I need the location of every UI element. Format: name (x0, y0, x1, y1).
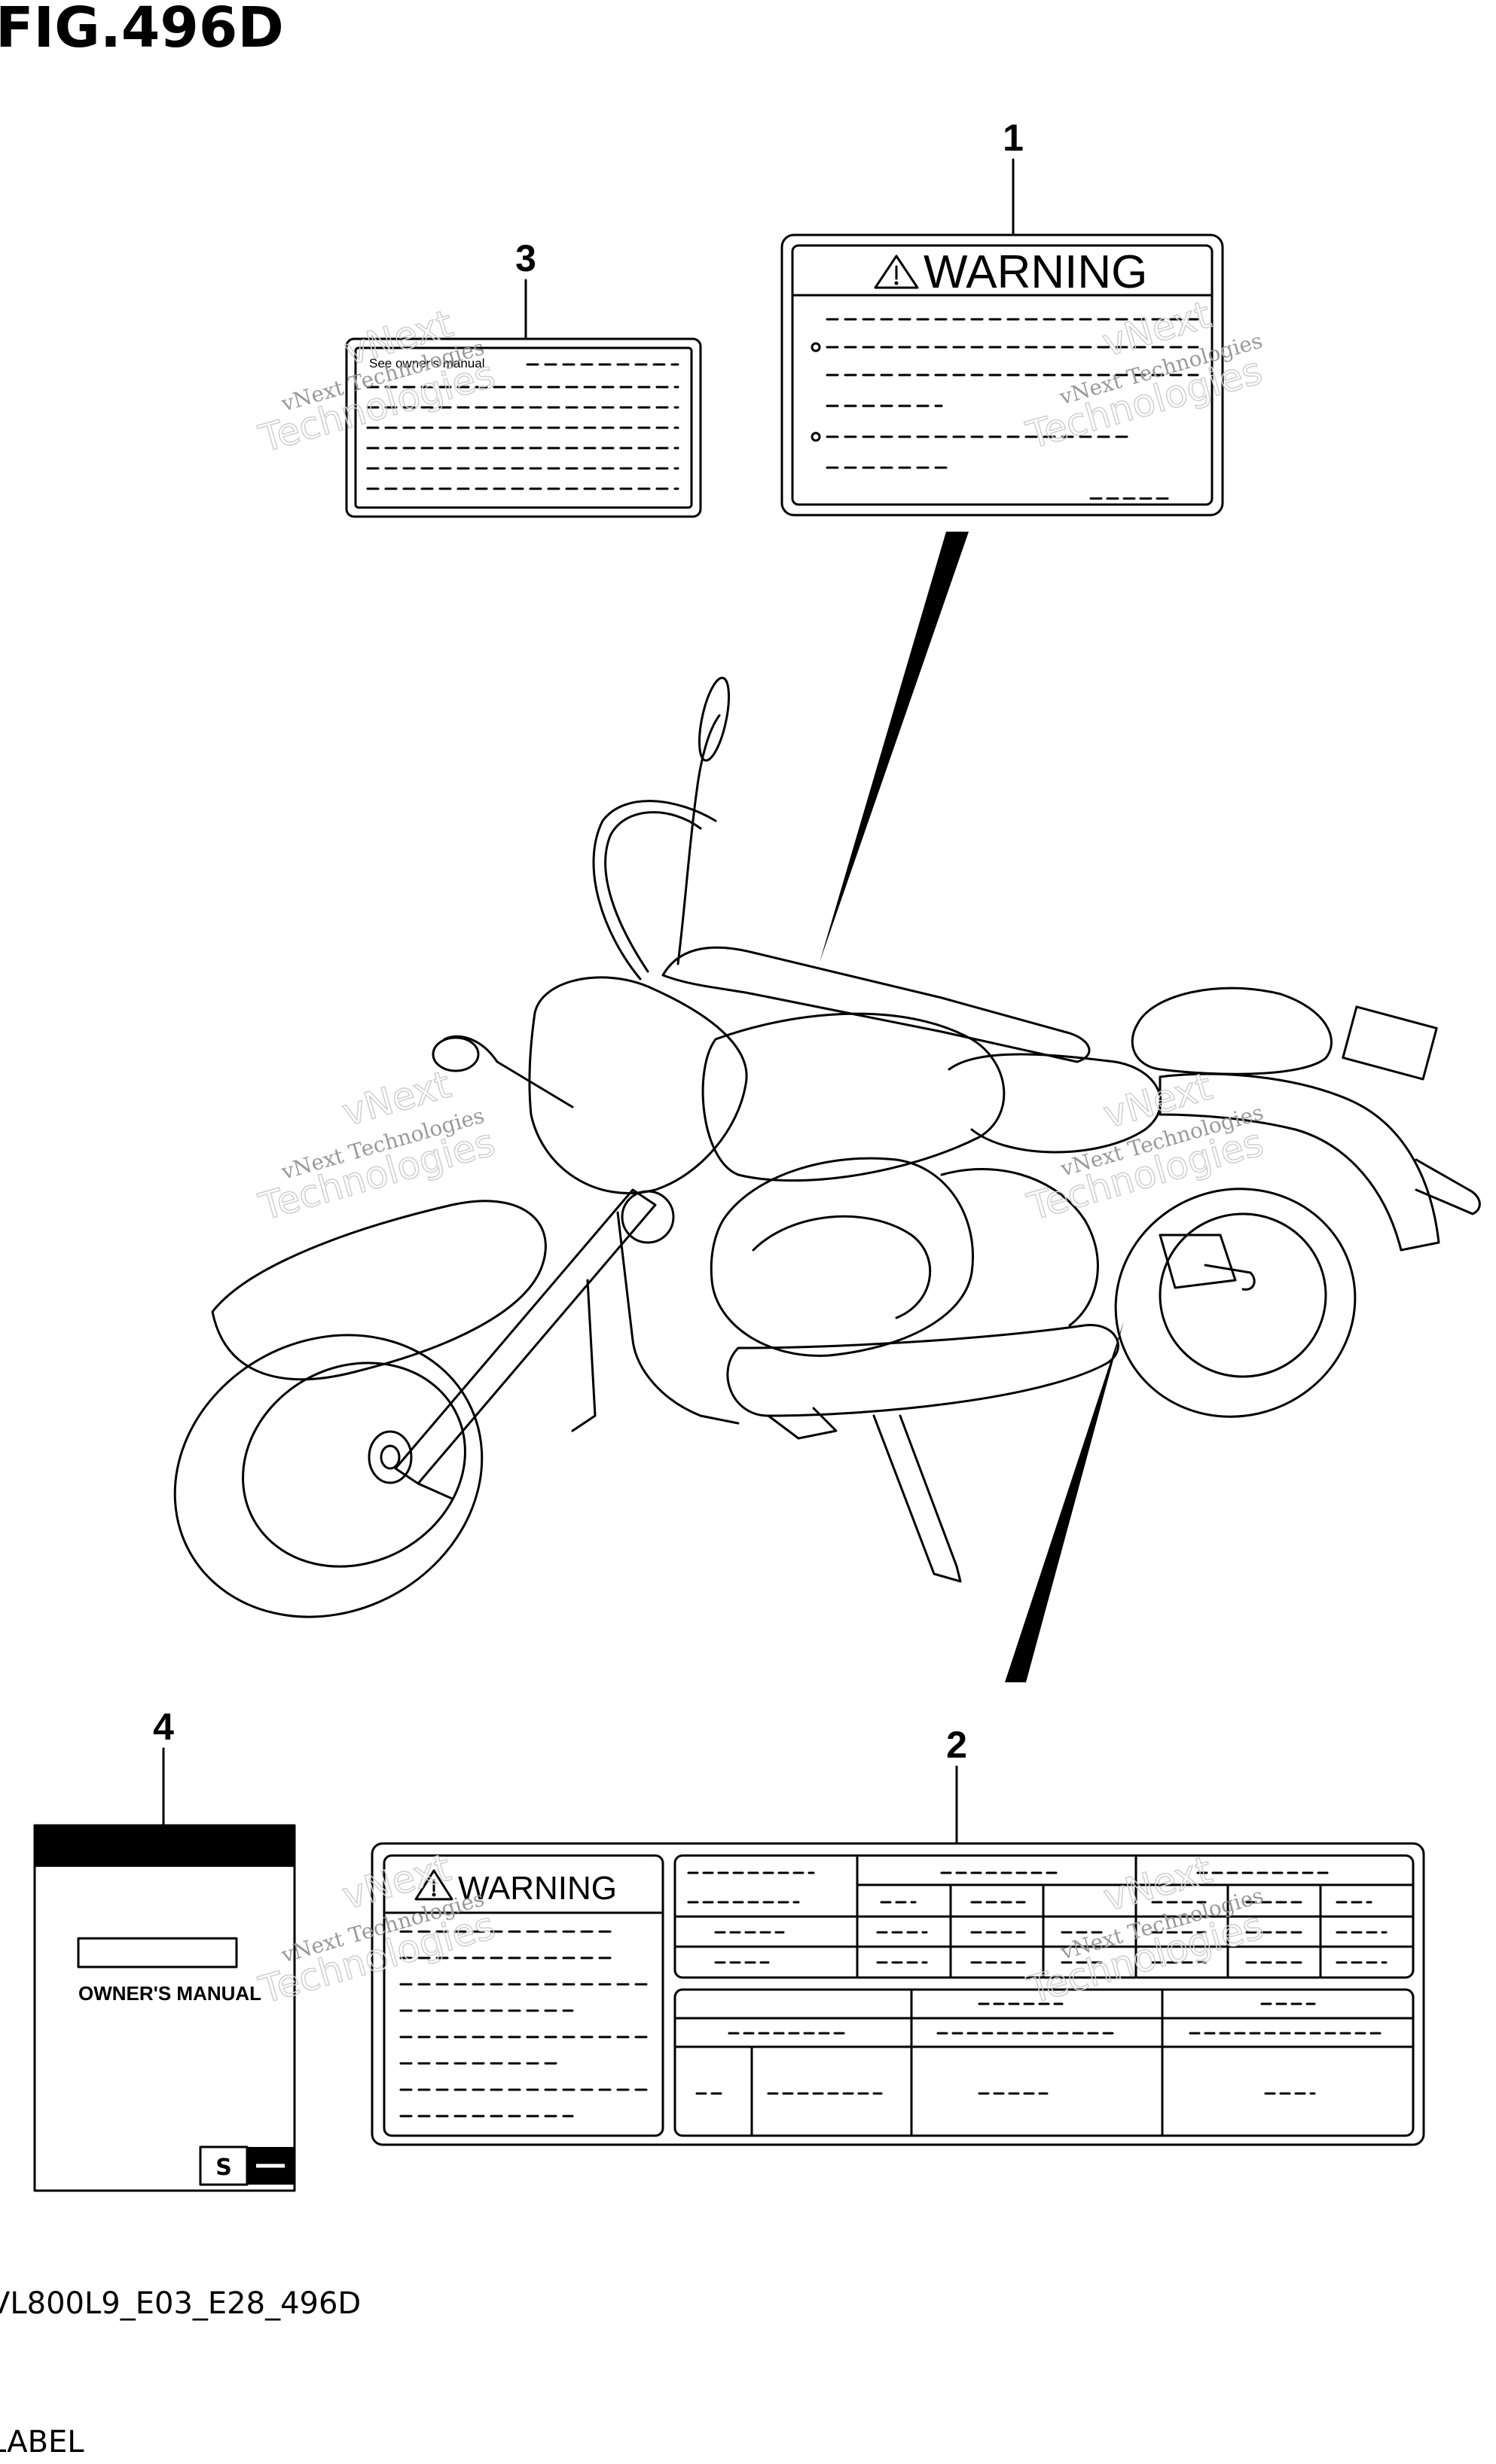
figure-title: FIG.496D (0, 0, 284, 60)
watermark-1: vNext Technologies vNext Technologies (254, 301, 500, 462)
callout-number-1: 1 (1003, 117, 1024, 159)
owners-manual-4[interactable]: OWNER'S MANUAL S (33, 1824, 296, 2192)
callout-number-4: 4 (153, 1706, 174, 1748)
svg-text:S: S (215, 2154, 232, 2181)
warning-heading-2: WARNING (458, 1870, 617, 1907)
callout-1[interactable]: 1 (1003, 117, 1024, 236)
motorcycle-illustration (173, 676, 1481, 1618)
watermark-6: vNext Technologies vNext Technologies (1022, 1847, 1269, 2013)
manual-label-3[interactable]: See owner's manual (345, 337, 702, 518)
warning-triangle-icon-2 (414, 1869, 453, 1901)
warning-text-lines-2 (399, 1930, 649, 2118)
manual-label-lines (366, 363, 679, 490)
brand-logo-icon: S (199, 2145, 294, 2186)
callout-2[interactable]: 2 (946, 1724, 967, 1845)
leader-wedge-2 (1005, 1321, 1124, 1682)
callout-number-2: 2 (946, 1724, 967, 1766)
callout-4[interactable]: 4 (153, 1706, 174, 1827)
callout-number-3: 3 (515, 237, 536, 279)
watermark-2: vNext Technologies vNext Technologies (1021, 292, 1267, 458)
leader-wedge-1 (820, 532, 969, 962)
warning-heading-1: WARNING (924, 246, 1147, 298)
footer-model-code: VL800L9_E03_E28_496D (0, 2286, 361, 2321)
label-table-lower (673, 1988, 1415, 2137)
label-table-upper (673, 1854, 1415, 1979)
warning-triangle-icon (874, 255, 919, 289)
manual-label-text: See owner's manual (369, 356, 485, 371)
owners-manual-title: OWNER'S MANUAL (78, 1982, 261, 2005)
warning-label-1[interactable]: WARNING (780, 233, 1224, 517)
warning-text-lines-1 (811, 318, 1199, 500)
footer-label: LABEL (0, 2425, 84, 2459)
warning-label-2[interactable]: WARNING (371, 1842, 1425, 2146)
watermark-4: vNext Technologies vNext Technologies (1022, 1064, 1269, 1230)
callout-3[interactable]: 3 (515, 237, 536, 340)
